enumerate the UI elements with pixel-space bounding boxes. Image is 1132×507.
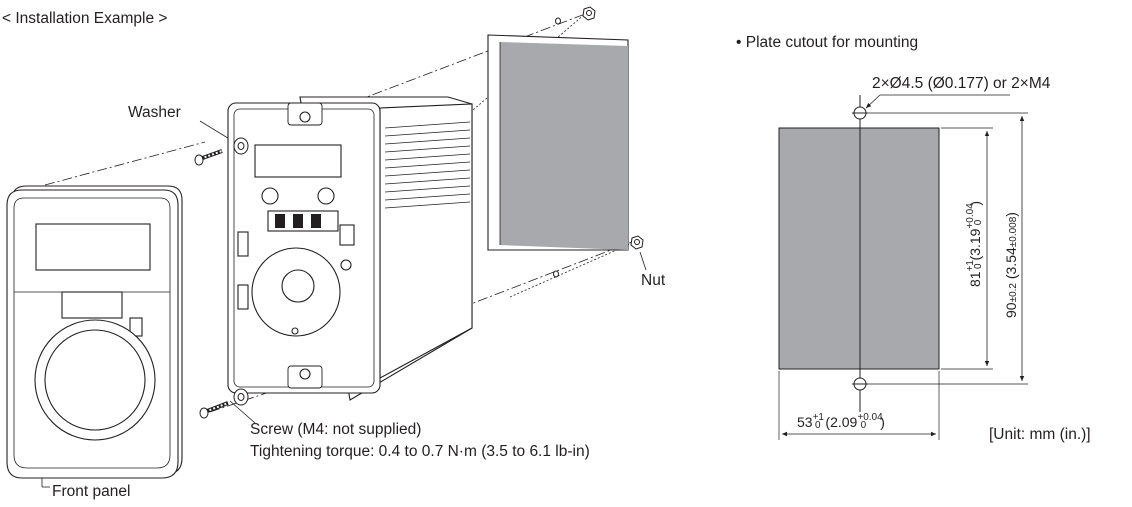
nut-icon [582,6,596,21]
torque-label: Tightening torque: 0.4 to 0.7 N·m (3.5 t… [250,443,590,460]
hole-circle [852,377,868,391]
washer-icon [233,137,249,155]
unit-label: [Unit: mm (in.)] [989,426,1091,443]
screw-label: Screw (M4: not supplied) [250,421,422,438]
height-outer-dim: 90±0.2 (3.54±0.008) [1003,212,1019,318]
cutout-title: • Plate cutout for mounting [736,34,918,52]
hole-circle [852,106,868,120]
cutout-title-text: Plate cutout for mounting [745,34,919,51]
nut-icon [630,235,644,250]
hardware [194,6,644,419]
washer-label: Washer [128,104,181,121]
screw-icon [194,149,223,166]
washer-icon [233,388,249,406]
front-panel-label: Front panel [52,483,131,500]
bullet-icon: • [736,34,742,51]
height-inner-dim: 81+10(3.19+0.040) [965,201,984,287]
mounting-plate [487,34,629,251]
cutout-drawing: 81+10(3.19+0.040) 90±0.2 (3.54±0.008) 53… [778,94,1028,440]
controller-body [227,96,473,401]
nut-label: Nut [641,272,666,289]
front-panel [6,185,183,479]
screw-icon [199,401,229,419]
vent-slots [384,121,471,209]
installation-title: < Installation Example > [2,10,168,27]
hole-spec-label: 2×Ø4.5 (Ø0.177) or 2×M4 [872,75,1051,92]
